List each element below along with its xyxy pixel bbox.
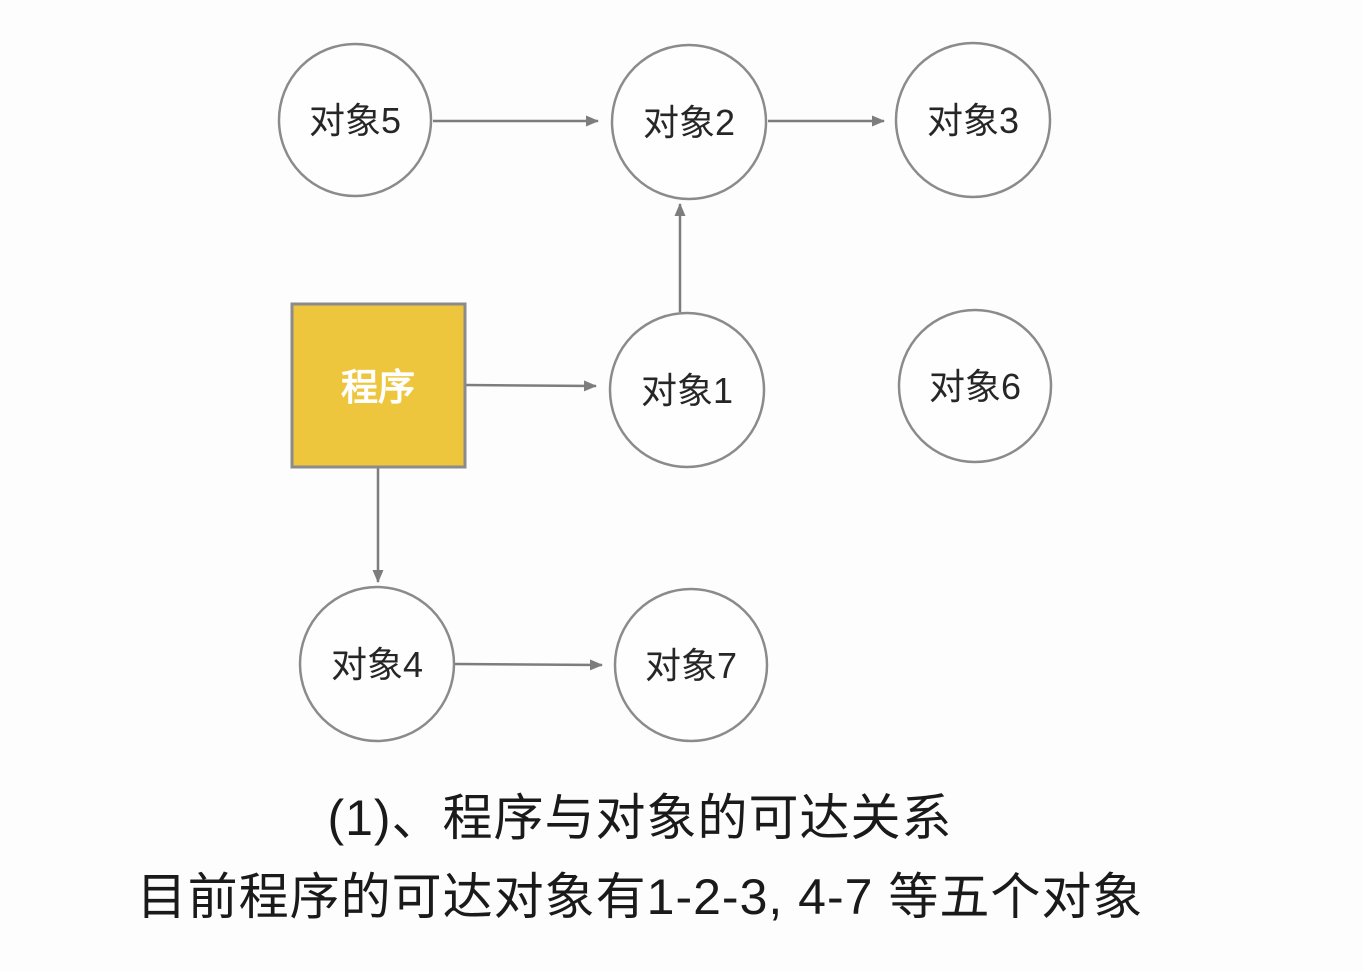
node-object5-circle xyxy=(277,42,433,198)
node-object3-circle xyxy=(894,41,1052,199)
node-object1-circle xyxy=(608,311,766,469)
edge-object4-to-object7-arrow xyxy=(454,659,603,671)
reachability-diagram: 程序 对象5 对象2 对象3 对象1 对象6 对象4 对象7 xyxy=(277,41,1053,743)
node-object2: 对象2 xyxy=(610,43,768,201)
node-object3-label: 对象3 xyxy=(927,100,1019,141)
caption: (1)、程序与对象的可达关系 目前程序的可达对象有1-2-3, 4-7 等五个对… xyxy=(0,779,1280,937)
program-node-label: 程序 xyxy=(341,367,415,408)
node-object4-label: 对象4 xyxy=(331,644,423,685)
node-object7-circle xyxy=(613,587,769,743)
node-object4: 对象4 xyxy=(298,585,456,743)
edge-program-to-object1-arrow xyxy=(465,380,597,392)
node-object1-label: 对象1 xyxy=(641,370,733,411)
caption-line-1: (1)、程序与对象的可达关系 xyxy=(327,790,953,846)
caption-line-2: 目前程序的可达对象有1-2-3, 4-7 等五个对象 xyxy=(136,869,1144,925)
node-object7-label: 对象7 xyxy=(645,645,737,686)
program-node xyxy=(290,302,467,469)
node-object6-label: 对象6 xyxy=(929,366,1021,407)
node-object2-circle xyxy=(610,43,768,201)
node-object5: 对象5 xyxy=(277,42,433,198)
node-object7: 对象7 xyxy=(613,587,769,743)
node-object5-label: 对象5 xyxy=(309,100,401,141)
node-object3: 对象3 xyxy=(894,41,1052,199)
node-object2-label: 对象2 xyxy=(643,102,735,143)
node-object6-circle xyxy=(897,308,1053,464)
node-object1: 对象1 xyxy=(608,311,766,469)
node-object4-circle xyxy=(298,585,456,743)
node-object6: 对象6 xyxy=(897,308,1053,464)
